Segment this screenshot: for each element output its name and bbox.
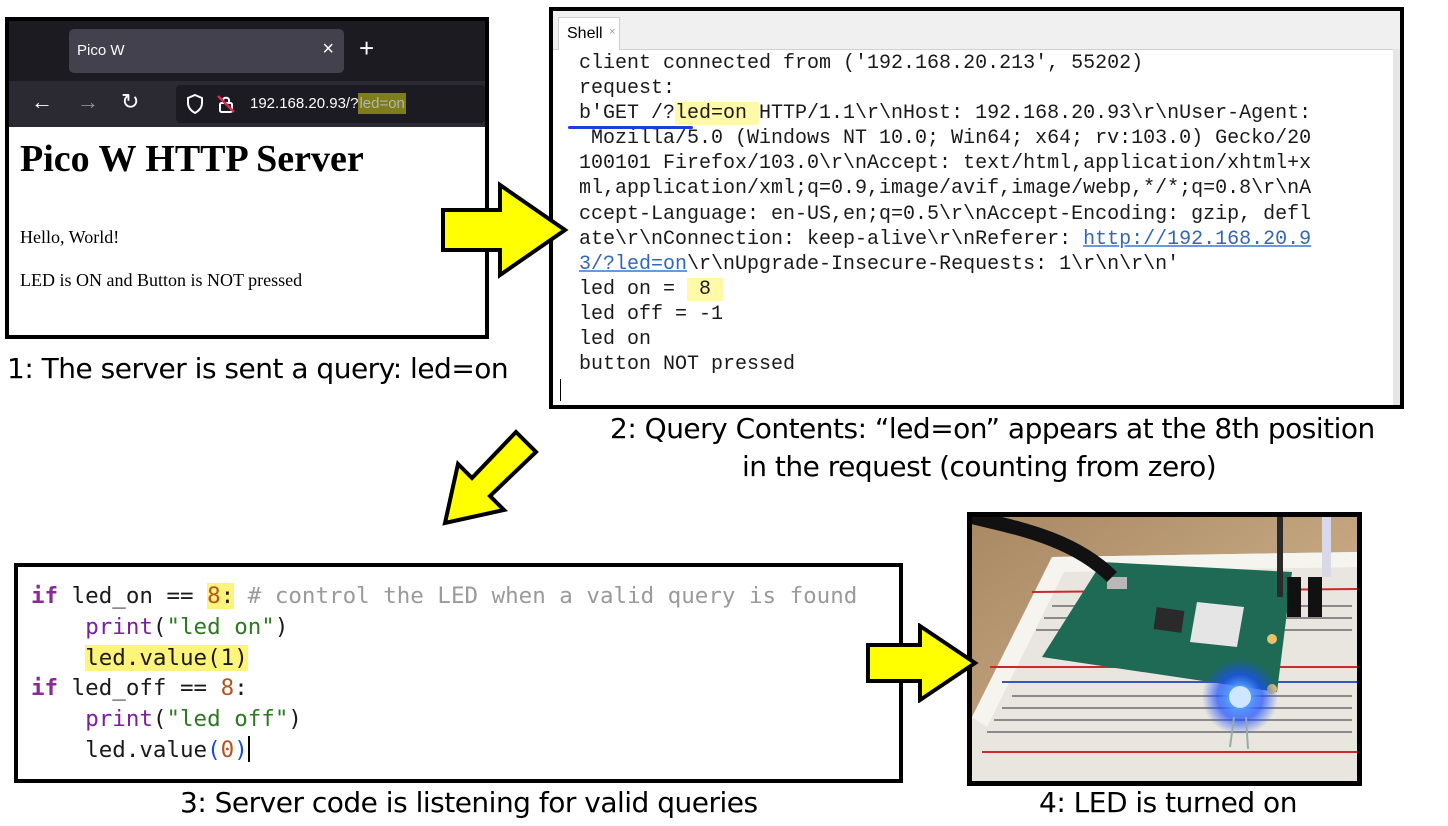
insecure-lock-icon[interactable] — [216, 94, 236, 114]
close-icon[interactable]: × — [609, 26, 616, 38]
browser-nav-bar: ← → ↻ 192.168.20.93/?led=on — [9, 81, 485, 127]
browser-tab[interactable]: Pico W × — [69, 29, 344, 73]
caption-2-line-1: 2: Query Contents: “led=on” appears at t… — [610, 412, 1375, 445]
text-cursor — [560, 379, 561, 401]
position-highlight: 8 — [687, 277, 724, 301]
value-call-highlight: led.value(1) — [85, 644, 248, 671]
position-value: 8 — [699, 277, 712, 301]
shell-line: ccept-Language: en-US,en;q=0.5\r\nAccept… — [579, 202, 1312, 226]
code-text: led.value — [85, 736, 208, 763]
shell-line: Mozilla/5.0 (Windows NT 10.0; Win64; x64… — [579, 127, 1312, 151]
page-heading: Pico W HTTP Server — [20, 138, 364, 180]
url-host: 192.168.20.93/? — [250, 95, 359, 112]
caption-2-line-2: in the request (counting from zero) — [742, 450, 1217, 483]
number: 8 — [220, 675, 235, 702]
reload-icon[interactable]: ↻ — [121, 89, 140, 114]
referer-link[interactable]: http://192.168.20.9 — [1083, 227, 1312, 251]
code-text: : — [220, 583, 235, 609]
code-text: led_off == — [58, 675, 221, 702]
code-text: led_on == — [58, 583, 208, 609]
tab-title: Pico W — [77, 42, 125, 59]
function-name: print — [85, 706, 153, 733]
code-text: : — [234, 675, 248, 702]
code-text: ( — [152, 706, 167, 733]
query-highlight: led=on — [675, 102, 760, 126]
code-block: if led_on == 8: # control the LED when a… — [31, 581, 857, 766]
shield-icon[interactable] — [186, 94, 204, 114]
string: "led on" — [166, 613, 275, 640]
paren: ) — [234, 736, 248, 763]
shell-line: led off = -1 — [579, 302, 724, 326]
keyword: if — [31, 675, 59, 702]
shell-tab[interactable]: Shell × — [558, 17, 620, 50]
address-bar[interactable]: 192.168.20.93/?led=on — [176, 85, 485, 123]
close-icon[interactable]: × — [322, 38, 334, 60]
caption-3: 3: Server code is listening for valid qu… — [180, 786, 758, 819]
shell-line: 100101 Firefox/103.0\r\nAccept: text/htm… — [579, 152, 1312, 176]
shell-line: request: — [579, 77, 676, 101]
url-query-highlight: led=on — [358, 93, 406, 114]
hello-text: Hello, World! — [20, 227, 120, 247]
caption-1: 1: The server is sent a query: led=on — [7, 352, 509, 385]
pico-breadboard-illustration — [972, 517, 1357, 781]
shell-line: HTTP/1.1\r\nHost: 192.168.20.93\r\nUser-… — [759, 102, 1312, 126]
shell-line: led on — [579, 328, 652, 352]
led-status-text: LED is ON and Button is NOT pressed — [20, 270, 303, 290]
right-arrow-icon — [866, 623, 979, 703]
indent — [31, 645, 85, 671]
code-comment: # control the LED when a valid query is … — [234, 583, 858, 609]
paren: ( — [207, 736, 221, 763]
referer-link[interactable]: 3/?led=on — [579, 252, 688, 276]
shell-window: Shell × client connected from ('192.168.… — [549, 7, 1404, 409]
shell-line: ml,application/xml;q=0.9,image/avif,imag… — [579, 177, 1312, 201]
code-text: ) — [274, 613, 289, 640]
number: 8 — [207, 583, 221, 609]
shell-line: ate\r\nConnection: keep-alive\r\nReferer… — [579, 227, 1084, 251]
browser-tab-bar: Pico W × + — [9, 21, 485, 81]
value-highlight: 8: — [207, 583, 235, 609]
number: 0 — [220, 736, 235, 763]
string: "led off" — [166, 706, 289, 733]
code-text: ( — [152, 613, 167, 640]
new-tab-button[interactable]: + — [359, 33, 375, 63]
query-underline — [568, 126, 693, 129]
text-cursor — [247, 735, 250, 762]
caption-4: 4: LED is turned on — [1039, 786, 1297, 819]
function-name: print — [85, 613, 153, 640]
page-content: Pico W HTTP Server Hello, World! LED is … — [9, 127, 485, 335]
shell-line: led on = — [579, 277, 688, 301]
shell-line: b'GET /? — [579, 102, 676, 126]
shell-line: \r\nUpgrade-Insecure-Requests: 1\r\n\r\n… — [687, 252, 1180, 276]
shell-tab-label: Shell — [567, 25, 603, 42]
indent — [31, 614, 85, 640]
shell-line: button NOT pressed — [579, 353, 796, 377]
scrollbar[interactable] — [1393, 49, 1400, 405]
indent — [31, 706, 85, 732]
code-panel: if led_on == 8: # control the LED when a… — [14, 563, 903, 783]
forward-arrow-icon[interactable]: → — [77, 89, 99, 114]
down-left-arrow-icon — [442, 429, 539, 526]
browser-window: Pico W × + ← → ↻ 192.168.20.93/?led=on P… — [5, 17, 489, 339]
shell-output: client connected from ('192.168.20.213',… — [579, 51, 1311, 377]
code-text: ) — [288, 706, 302, 733]
indent — [31, 737, 85, 763]
url-text[interactable]: 192.168.20.93/?led=on — [250, 93, 406, 114]
keyword: if — [31, 583, 59, 609]
shell-line: client connected from ('192.168.20.213',… — [579, 52, 1144, 75]
right-arrow-icon — [441, 181, 569, 279]
breadboard-photo — [967, 512, 1362, 786]
back-arrow-icon[interactable]: ← — [31, 89, 53, 114]
shell-tab-row: Shell × — [553, 11, 1400, 50]
